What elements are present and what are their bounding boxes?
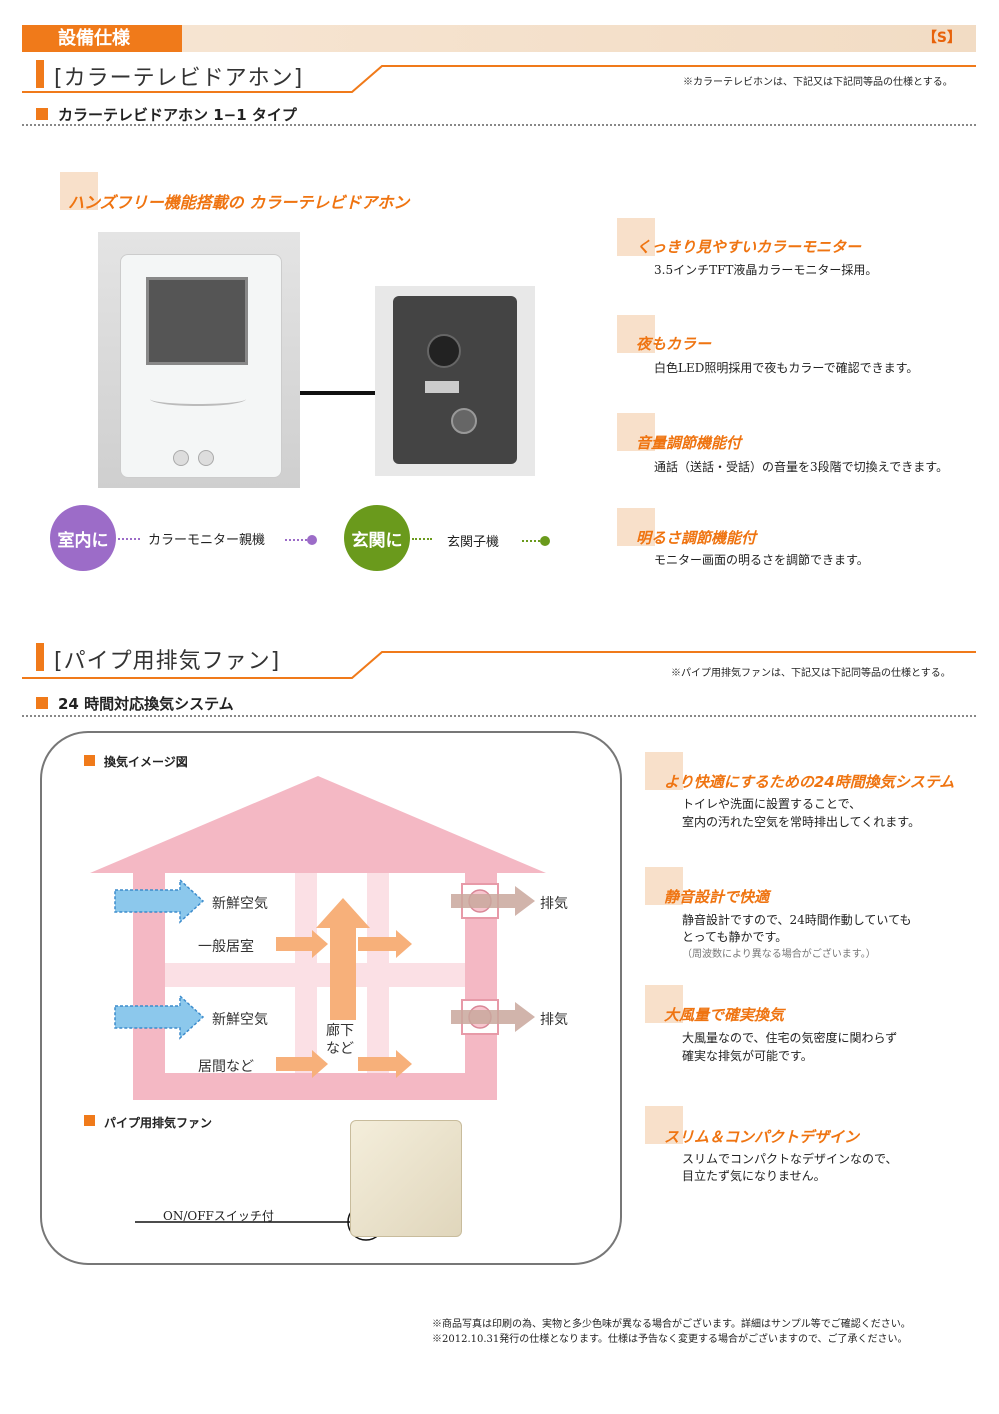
monitor-button xyxy=(198,450,214,466)
intercom-headline: ハンズフリー機能搭載の カラーテレビドアホン xyxy=(68,193,410,212)
monitor-screen xyxy=(146,277,248,365)
fan-photo xyxy=(350,1120,462,1237)
feature-accent xyxy=(645,752,683,790)
feature-desc: 確実な排気が可能です。 xyxy=(682,1049,813,1063)
feature-accent xyxy=(645,867,683,905)
header-mark: 【S】 xyxy=(922,30,961,46)
flow-arrow xyxy=(358,930,412,958)
feature-title: くっきり見やすいカラーモニター xyxy=(636,238,862,256)
exhaust-arrow xyxy=(451,886,535,916)
door-station-body xyxy=(393,296,517,464)
entrance-circle: 玄関に xyxy=(344,505,410,571)
feature-desc: 3.5インチTFT液晶カラーモニター採用。 xyxy=(654,263,878,277)
section-underline xyxy=(22,65,976,93)
dotted-leader xyxy=(522,540,544,542)
monitor-button xyxy=(173,450,189,466)
name-plate xyxy=(425,381,459,393)
fresh-air-arrow xyxy=(114,994,205,1040)
speaker-arc xyxy=(150,392,246,406)
monitor-photo xyxy=(98,232,300,488)
feature-accent xyxy=(617,315,655,353)
flow-arrow xyxy=(276,930,328,958)
feature-desc: 通話（送話・受話）の音量を3段階で切換えできます。 xyxy=(654,460,949,474)
dotted-divider xyxy=(22,715,976,717)
house-roof xyxy=(90,776,546,873)
feature-title: 明るさ調節機能付 xyxy=(636,529,757,547)
upward-flow-arrow xyxy=(316,898,370,1020)
feature-accent xyxy=(645,1106,683,1144)
feature-desc: モニター画面の明るさを調節できます。 xyxy=(654,553,869,567)
section-marker xyxy=(36,60,44,88)
camera-lens xyxy=(427,334,461,368)
leader-dot xyxy=(540,536,550,546)
feature-title: スリム＆コンパクトデザイン xyxy=(664,1128,860,1146)
fan-subtitle: 24 時間対応換気システム xyxy=(58,695,234,713)
label-general-room: 一般居室 xyxy=(198,939,254,955)
fan-note: ※パイプ用排気ファンは、下記又は下記同等品の仕様とする。 xyxy=(671,668,951,679)
feature-title: 静音設計で快適 xyxy=(664,888,770,906)
diagram-title: 換気イメージ図 xyxy=(104,755,188,769)
label-fresh-air: 新鮮空気 xyxy=(212,896,268,912)
feature-desc: とっても静かです。 xyxy=(682,930,788,944)
feature-title: より快適にするための24時間換気システム xyxy=(664,773,955,791)
feature-desc: 白色LED照明採用で夜もカラーで確認できます。 xyxy=(654,361,919,375)
feature-accent xyxy=(645,985,683,1023)
entrance-label: 玄関子機 xyxy=(447,535,500,550)
header-title: 設備仕様 xyxy=(22,25,182,52)
label-exhaust: 排気 xyxy=(540,896,568,912)
footer-note: ※2012.10.31発行の仕様となります。仕様は予告なく変更する場合がございま… xyxy=(432,1334,908,1345)
feature-desc: スリムでコンパクトなデザインなので、 xyxy=(682,1152,898,1166)
dotted-leader xyxy=(412,538,432,540)
intercom-subtitle: カラーテレビドアホン 1−1 タイプ xyxy=(58,106,297,124)
subtitle-marker xyxy=(36,697,48,709)
interior-beam xyxy=(295,873,317,1073)
leader-dot xyxy=(307,535,317,545)
feature-title: 音量調節機能付 xyxy=(636,434,742,452)
intercom-section-title: [カラーテレビドアホン] xyxy=(54,66,304,91)
footer-note: ※商品写真は印刷の為、実物と多少色味が異なる場合がございます。詳細はサンプル等で… xyxy=(432,1319,911,1330)
fan-title: パイプ用排気ファン xyxy=(104,1116,213,1130)
label-fresh-air: 新鮮空気 xyxy=(212,1012,268,1028)
headline-accent xyxy=(60,172,98,210)
dotted-leader xyxy=(118,538,140,540)
feature-desc: 目立たず気になりません。 xyxy=(682,1169,826,1183)
section-underline xyxy=(22,651,976,679)
feature-desc: トイレや洗面に設置することで、 xyxy=(682,797,862,811)
flow-arrow xyxy=(276,1050,328,1078)
label-living: 居間など xyxy=(198,1059,254,1075)
feature-desc: 静音設計ですので、24時間作動していても xyxy=(682,913,912,927)
section-marker xyxy=(36,643,44,671)
subtitle-marker xyxy=(36,108,48,120)
feature-desc: 大風量なので、住宅の気密度に関わらず xyxy=(682,1031,898,1045)
connection-cable xyxy=(300,391,376,395)
label-corridor: 廊下 など xyxy=(326,1023,354,1057)
label-exhaust: 排気 xyxy=(540,1012,568,1028)
indoor-label: カラーモニター親機 xyxy=(148,533,266,548)
feature-desc: 室内の汚れた空気を常時排出してくれます。 xyxy=(682,815,921,829)
fan-title-marker xyxy=(84,1115,95,1126)
house-floor xyxy=(133,1073,497,1100)
fresh-air-arrow xyxy=(114,878,205,924)
feature-note: （周波数により異なる場合がございます。） xyxy=(682,949,876,960)
interior-beam xyxy=(367,873,389,1073)
diagram-title-marker xyxy=(84,755,95,766)
feature-title: 大風量で確実換気 xyxy=(664,1006,785,1024)
dotted-divider xyxy=(22,124,976,126)
feature-accent xyxy=(617,508,655,546)
dotted-leader xyxy=(285,539,311,541)
indoor-circle: 室内に xyxy=(50,505,116,571)
switch-label: ON/OFFスイッチ付 xyxy=(163,1209,274,1223)
flow-arrow xyxy=(358,1050,412,1078)
feature-accent xyxy=(617,218,655,256)
door-station-photo xyxy=(375,286,535,476)
intercom-note: ※カラーテレビホンは、下記又は下記同等品の仕様とする。 xyxy=(683,77,953,88)
exhaust-arrow xyxy=(451,1002,535,1032)
fan-section-title: [パイプ用排気ファン] xyxy=(54,649,281,674)
feature-accent xyxy=(617,413,655,451)
diagram-frame xyxy=(40,731,622,1265)
feature-title: 夜もカラー xyxy=(636,335,712,353)
call-button xyxy=(451,408,477,434)
